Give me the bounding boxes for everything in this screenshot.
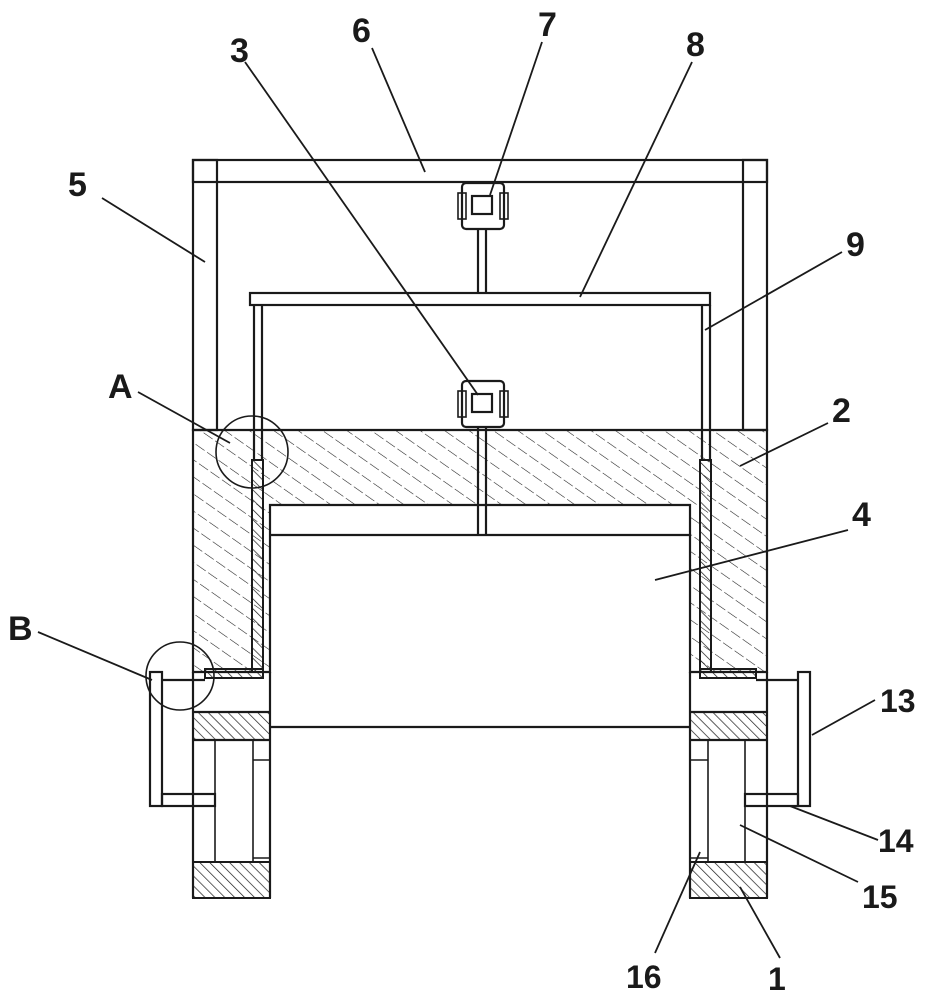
upper-motor [457,181,509,293]
label-b: B [8,610,33,648]
hatched-body [191,428,769,674]
top-frame [191,158,769,432]
label-6: 6 [352,12,371,50]
label-1: 1 [768,961,786,997]
label-14: 14 [878,823,914,859]
label-9: 9 [846,226,865,264]
label-2: 2 [832,392,851,430]
label-8: 8 [686,26,705,64]
lower-motor [457,379,509,535]
label-4: 4 [852,496,871,534]
detail-circle-b [145,641,215,711]
detail-circle-a [215,415,289,489]
left-leg [148,670,272,898]
leg-bands [192,711,768,899]
inner-chamber [270,533,690,729]
label-16: 16 [626,959,662,995]
label-7: 7 [538,6,557,44]
label-13: 13 [880,683,916,719]
label-5: 5 [68,166,87,204]
label-15: 15 [862,879,898,915]
label-a: A [108,368,133,406]
label-3: 3 [230,32,249,70]
leader-lines [37,41,879,959]
right-leg [688,670,812,898]
